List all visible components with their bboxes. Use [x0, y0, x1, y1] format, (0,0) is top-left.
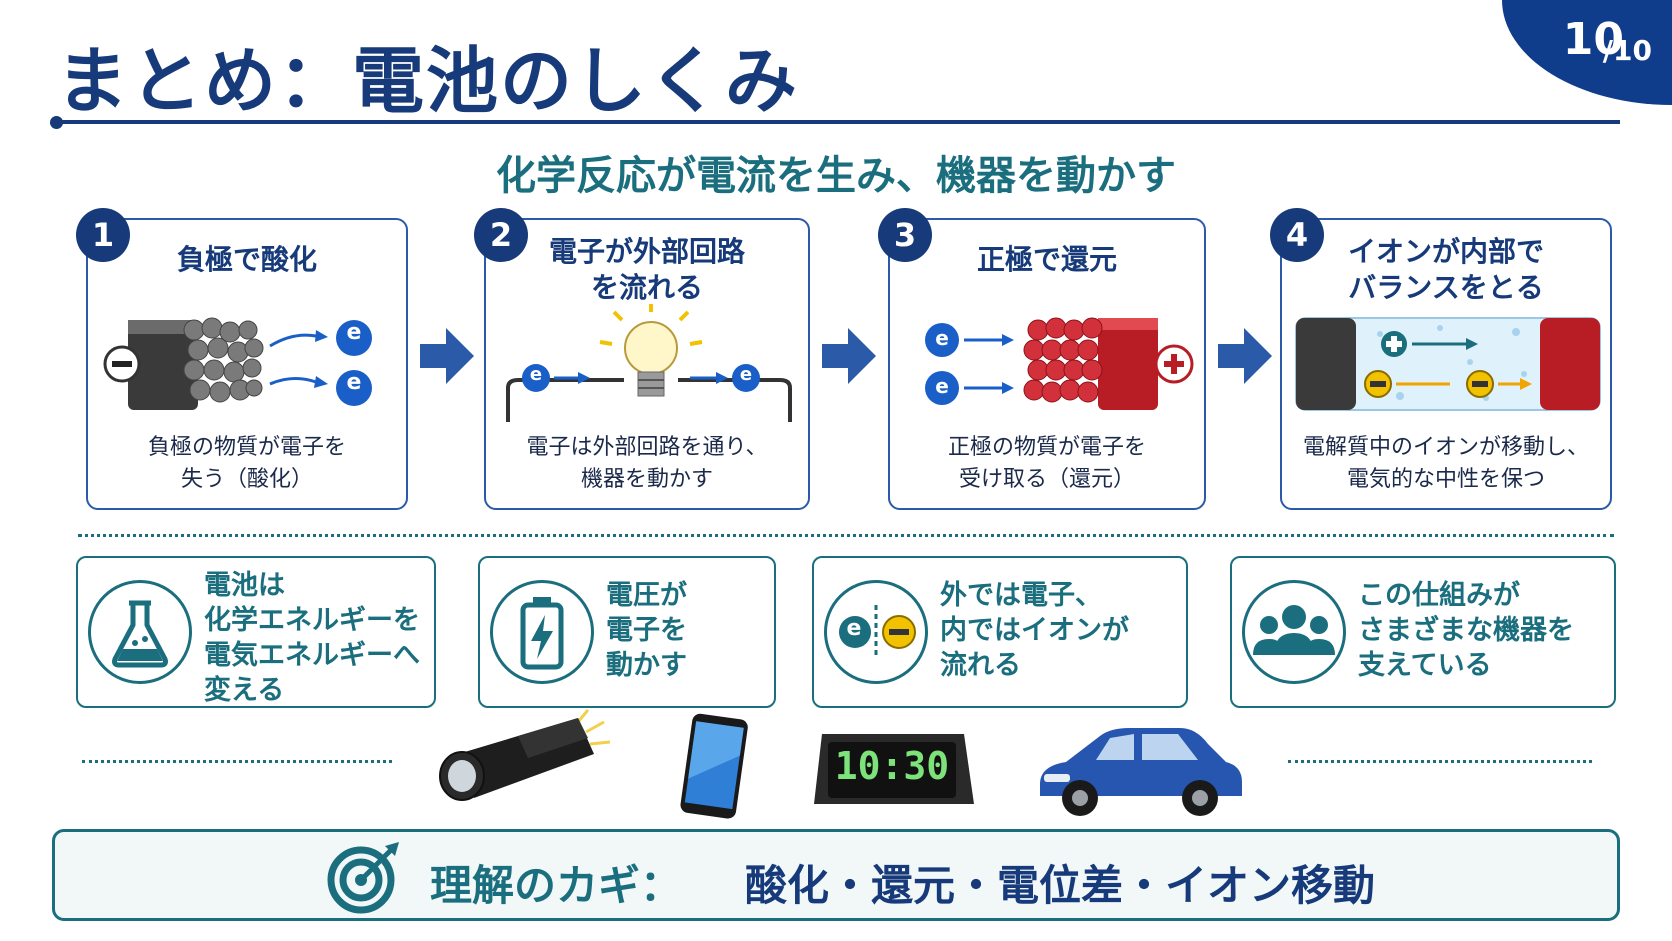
fact-icon-circle	[824, 580, 928, 684]
step-card-2: 2 電子が外部回路 を流れる e e 電子は外部回路を通り、 機器を動かす	[474, 208, 810, 510]
key-takeaway-bar: 理解のカギ： 酸化・還元・電位差・イオン移動	[52, 829, 1620, 921]
external-circuit-illustration	[506, 304, 792, 422]
clock-time-display: 10:30	[834, 744, 950, 788]
electron-label: e	[346, 320, 362, 345]
flask-icon	[112, 600, 168, 668]
fact-card-4: この仕組みが さまざまな機器を 支えている	[1230, 556, 1616, 708]
flashlight-icon	[439, 709, 611, 801]
step-description-text: 電解質中のイオンが移動し、 電気的な中性を保つ	[1302, 435, 1589, 492]
step-title: イオンが内部で バランスをとる	[1347, 235, 1544, 304]
electron-label: e	[346, 370, 362, 395]
step-description-text: 負極の物質が電子を 失う（酸化）	[147, 435, 346, 492]
electron-label: e	[935, 374, 949, 398]
step-description-text: 正極の物質が電子を 受け取る（還元）	[947, 435, 1146, 492]
step-number: 2	[474, 208, 528, 262]
step-description: 電解質中のイオンが移動し、 電気的な中性を保つ	[1282, 432, 1610, 496]
title-rule	[56, 120, 1620, 124]
people-icon	[1253, 605, 1335, 655]
fact-icon-circle	[490, 580, 594, 684]
fact-text: この仕組みが さまざまな機器を 支えている	[1358, 580, 1574, 681]
step-description: 負極の物質が電子を 失う（酸化）	[88, 432, 406, 496]
page-number-total: /10	[1602, 34, 1652, 67]
battery-icon	[520, 597, 564, 670]
devices-divider-right	[1288, 760, 1592, 763]
flow-arrow-icon	[1218, 328, 1272, 384]
smartphone-icon	[680, 713, 748, 819]
target-icon	[327, 842, 399, 914]
fact-card-3: e 外では電子、 内ではイオンが 流れる	[812, 556, 1188, 708]
anode-oxidation-illustration	[103, 317, 372, 410]
step-number: 3	[878, 208, 932, 262]
step-card-1: 1 負極で酸化 e e 負極の物質が電子を 失う（酸化）	[76, 208, 408, 510]
electron-label: e	[739, 364, 753, 385]
ion-balance-illustration	[1295, 317, 1601, 411]
step-description: 正極の物質が電子を 受け取る（還元）	[890, 432, 1204, 496]
section-divider	[78, 534, 1614, 537]
page-title: まとめ：電池のしくみ	[56, 39, 799, 123]
digital-clock-icon	[814, 734, 974, 804]
step-number: 4	[1270, 208, 1324, 262]
step-description-text: 電子は外部回路を通り、 機器を動かす	[526, 435, 768, 492]
page-number-current: 10	[1562, 14, 1624, 65]
electron-ion-icon	[839, 605, 916, 659]
flow-arrow-icon	[822, 328, 876, 384]
step-title: 負極で酸化	[176, 243, 317, 276]
page-number-badge: 10 /10	[1502, 0, 1672, 105]
cathode-reduction-illustration	[925, 317, 1194, 410]
fact-icon-circle	[88, 580, 192, 684]
step-description: 電子は外部回路を通り、 機器を動かす	[486, 432, 808, 496]
car-icon	[1040, 728, 1242, 816]
step-card-4: 4 イオンが内部で バランスをとる 電解質中のイオンが移動し、 電気的な中性を保…	[1270, 208, 1612, 510]
electron-label: e	[935, 326, 949, 350]
step-number: 1	[76, 208, 130, 262]
fact-text: 外では電子、 内ではイオンが 流れる	[940, 580, 1129, 681]
subtitle: 化学反応が電流を生み、機器を動かす	[496, 153, 1176, 199]
step-card-3: 3 正極で還元 e e 正極の物質が電子を 受け取る（還元）	[878, 208, 1206, 510]
devices-divider-left	[82, 760, 392, 763]
step-title: 正極で還元	[976, 243, 1117, 276]
fact-text: 電圧が 電子を 動かす	[606, 580, 687, 681]
fact-card-2: 電圧が 電子を 動かす	[478, 556, 776, 708]
electron-label: e	[529, 364, 543, 385]
key-value: 酸化・還元・電位差・イオン移動	[745, 861, 1376, 910]
fact-card-1: 電池は 化学エネルギーを 電気エネルギーへ 変える	[76, 556, 436, 708]
electron-label: e	[846, 616, 862, 641]
fact-text: 電池は 化学エネルギーを 電気エネルギーへ 変える	[204, 570, 420, 706]
flow-arrow-icon	[420, 328, 474, 384]
step-title: 電子が外部回路 を流れる	[548, 235, 745, 304]
fact-icon-circle	[1242, 580, 1346, 684]
key-label: 理解のカギ：	[430, 861, 683, 910]
